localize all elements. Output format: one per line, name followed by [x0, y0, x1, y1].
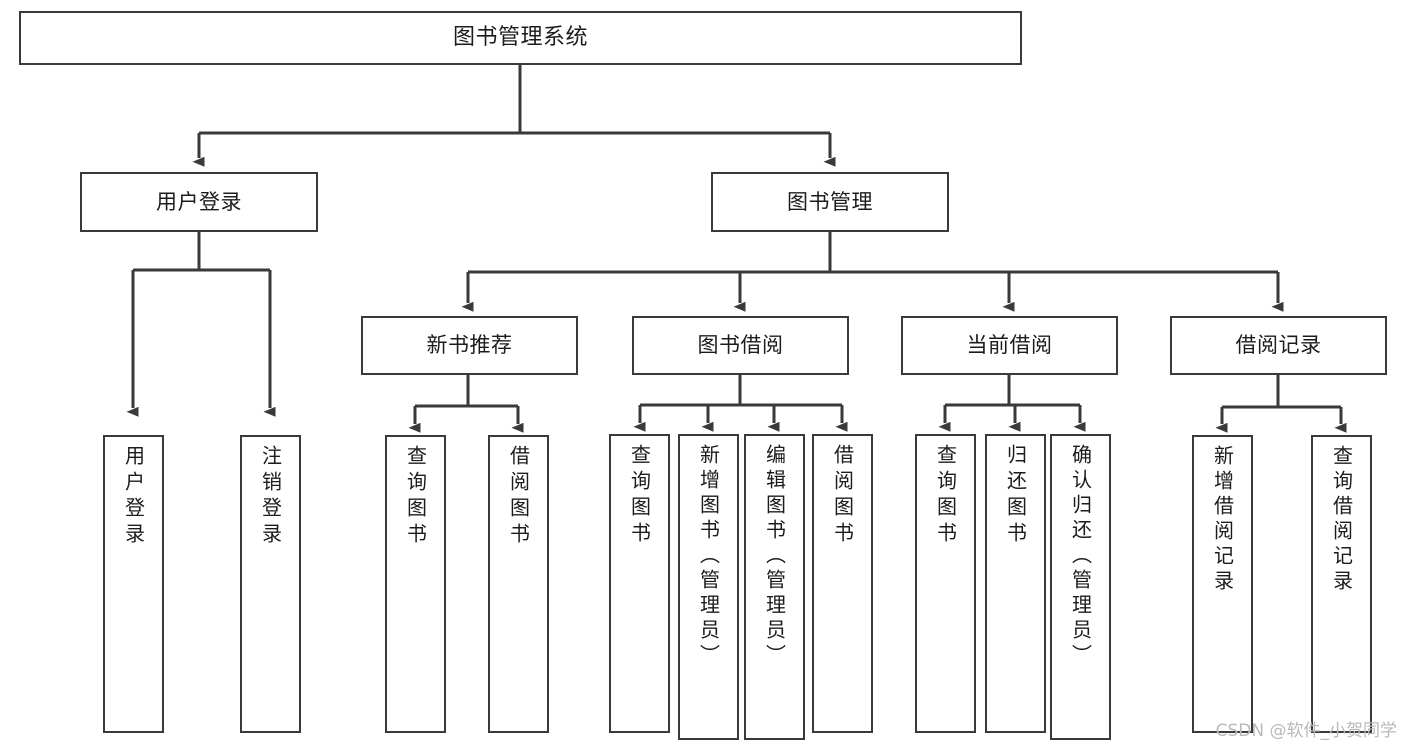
node-leaf-query-book-2-label: 查询图书 [627, 444, 652, 548]
watermark: CSDN @软件_小贺同学 [1215, 721, 1397, 741]
node-leaf-user-login-label: 用户登录 [121, 445, 146, 549]
node-book-manage-label: 图书管理 [787, 189, 873, 214]
node-root-label: 图书管理系统 [452, 25, 588, 51]
node-leaf-confirm-return[interactable]: 确认归还（管理员） [1050, 434, 1111, 740]
node-book-manage[interactable]: 图书管理 [711, 172, 949, 232]
node-leaf-add-record-label: 新增借阅记录 [1210, 445, 1235, 595]
node-leaf-query-book-3[interactable]: 查询图书 [915, 434, 976, 733]
node-user-login[interactable]: 用户登录 [80, 172, 318, 232]
node-borrow-record[interactable]: 借阅记录 [1170, 316, 1387, 375]
node-new-book-rec-label: 新书推荐 [426, 333, 513, 358]
node-leaf-add-book[interactable]: 新增图书（管理员） [678, 434, 739, 740]
node-book-borrow-label: 图书借阅 [697, 333, 784, 358]
node-leaf-query-record[interactable]: 查询借阅记录 [1311, 435, 1372, 733]
node-leaf-add-record[interactable]: 新增借阅记录 [1192, 435, 1253, 733]
node-book-borrow[interactable]: 图书借阅 [632, 316, 849, 375]
node-leaf-query-record-label: 查询借阅记录 [1329, 445, 1354, 595]
node-leaf-edit-book-label: 编辑图书（管理员） [762, 444, 787, 669]
node-current-borrow-label: 当前借阅 [966, 333, 1053, 358]
node-leaf-query-book-2[interactable]: 查询图书 [609, 434, 670, 733]
node-leaf-borrow-book-2[interactable]: 借阅图书 [812, 434, 873, 733]
node-current-borrow[interactable]: 当前借阅 [901, 316, 1118, 375]
node-leaf-return-book[interactable]: 归还图书 [985, 434, 1046, 733]
node-leaf-edit-book[interactable]: 编辑图书（管理员） [744, 434, 805, 740]
node-leaf-borrow-book-1[interactable]: 借阅图书 [488, 435, 549, 733]
node-leaf-return-book-label: 归还图书 [1003, 444, 1028, 548]
node-leaf-user-login[interactable]: 用户登录 [103, 435, 164, 733]
node-leaf-confirm-return-label: 确认归还（管理员） [1068, 444, 1093, 669]
node-borrow-record-label: 借阅记录 [1235, 333, 1322, 358]
node-leaf-borrow-book-1-label: 借阅图书 [506, 445, 531, 549]
node-leaf-borrow-book-2-label: 借阅图书 [830, 444, 855, 548]
node-user-login-label: 用户登录 [156, 189, 242, 214]
node-leaf-query-book-1-label: 查询图书 [403, 445, 428, 549]
node-leaf-add-book-label: 新增图书（管理员） [696, 444, 721, 669]
node-root[interactable]: 图书管理系统 [19, 11, 1022, 65]
node-leaf-logout[interactable]: 注销登录 [240, 435, 301, 733]
node-leaf-logout-label: 注销登录 [258, 445, 283, 549]
node-new-book-rec[interactable]: 新书推荐 [361, 316, 578, 375]
node-leaf-query-book-3-label: 查询图书 [933, 444, 958, 548]
node-leaf-query-book-1[interactable]: 查询图书 [385, 435, 446, 733]
